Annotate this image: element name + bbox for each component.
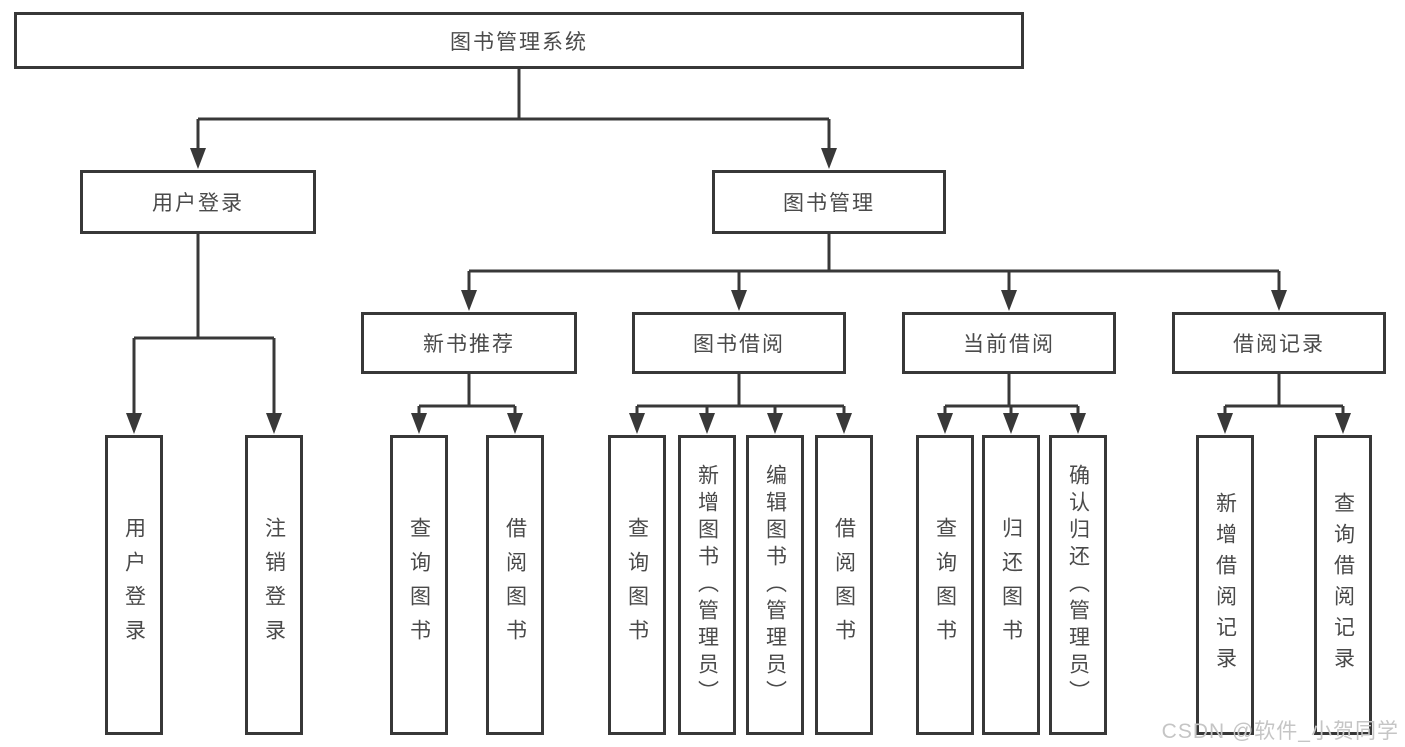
leaf-borrow-books-1-label: 借阅图书 — [503, 517, 527, 653]
arrowheads-book-mgmt-children — [461, 290, 1287, 311]
node-current-borrow: 当前借阅 — [902, 312, 1116, 374]
leaf-query-borrow-record-label: 查询借阅记录 — [1331, 492, 1355, 678]
node-root: 图书管理系统 — [14, 12, 1024, 69]
leaf-borrow-books-2: 借阅图书 — [815, 435, 873, 735]
leaf-logout: 注销登录 — [245, 435, 303, 735]
leaf-edit-books-admin-label: 编辑图书（管理员） — [763, 463, 787, 707]
leaf-add-borrow-record: 新增借阅记录 — [1196, 435, 1254, 735]
watermark: CSDN @软件_小贺同学 — [1161, 720, 1399, 743]
edge-user-login-children — [132, 234, 276, 417]
node-book-management: 图书管理 — [712, 170, 946, 234]
node-user-login-label: 用户登录 — [152, 192, 244, 215]
edge-book-borrow-children — [635, 374, 846, 417]
leaf-add-borrow-record-label: 新增借阅记录 — [1213, 492, 1237, 678]
leaf-query-books-1: 查询图书 — [390, 435, 448, 735]
leaf-edit-books-admin: 编辑图书（管理员） — [746, 435, 804, 735]
edge-current-borrow-children — [943, 374, 1080, 417]
arrowheads-current-borrow-children — [937, 413, 1086, 434]
arrowheads-borrow-records-children — [1217, 413, 1351, 434]
node-new-book-recommend-label: 新书推荐 — [423, 333, 515, 356]
arrowheads-book-borrow-children — [629, 413, 852, 434]
arrowheads-level2 — [190, 148, 837, 169]
leaf-query-borrow-record: 查询借阅记录 — [1314, 435, 1372, 735]
node-user-login: 用户登录 — [80, 170, 316, 234]
leaf-query-books-2: 查询图书 — [608, 435, 666, 735]
leaf-user-login-label: 用户登录 — [122, 517, 146, 653]
leaf-query-books-3: 查询图书 — [916, 435, 974, 735]
leaf-borrow-books-2-label: 借阅图书 — [832, 517, 856, 653]
arrowheads-new-book-children — [411, 413, 523, 434]
node-borrow-records: 借阅记录 — [1172, 312, 1386, 374]
leaf-logout-label: 注销登录 — [262, 517, 286, 653]
leaf-confirm-return-admin-label: 确认归还（管理员） — [1066, 463, 1090, 707]
node-current-borrow-label: 当前借阅 — [963, 333, 1055, 356]
leaf-query-books-3-label: 查询图书 — [933, 517, 957, 653]
leaf-return-books: 归还图书 — [982, 435, 1040, 735]
edge-new-book-children — [417, 374, 517, 417]
edge-book-mgmt-children — [467, 234, 1281, 294]
node-book-borrow: 图书借阅 — [632, 312, 846, 374]
edge-borrow-records-children — [1223, 374, 1345, 417]
leaf-query-books-2-label: 查询图书 — [625, 517, 649, 653]
edge-root-to-level2 — [196, 69, 831, 152]
arrowheads-user-login-children — [126, 413, 282, 434]
leaf-add-books-admin: 新增图书（管理员） — [678, 435, 736, 735]
leaf-add-books-admin-label: 新增图书（管理员） — [695, 463, 719, 707]
node-borrow-records-label: 借阅记录 — [1233, 333, 1325, 356]
leaf-query-books-1-label: 查询图书 — [407, 517, 431, 653]
leaf-borrow-books-1: 借阅图书 — [486, 435, 544, 735]
leaf-return-books-label: 归还图书 — [999, 517, 1023, 653]
leaf-user-login: 用户登录 — [105, 435, 163, 735]
node-book-management-label: 图书管理 — [783, 192, 875, 215]
node-book-borrow-label: 图书借阅 — [693, 333, 785, 356]
node-root-label: 图书管理系统 — [450, 30, 588, 54]
leaf-confirm-return-admin: 确认归还（管理员） — [1049, 435, 1107, 735]
node-new-book-recommend: 新书推荐 — [361, 312, 577, 374]
